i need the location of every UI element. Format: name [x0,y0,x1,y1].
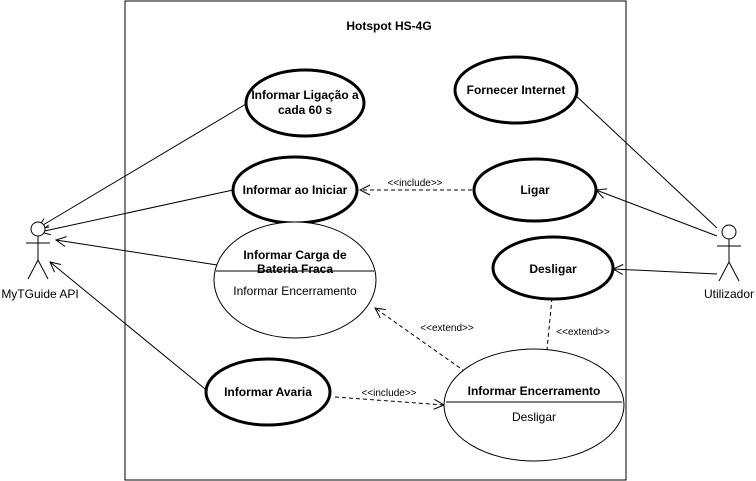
extension-point-label: Informar Encerramento [233,284,357,298]
assoc-internet-user [571,91,718,229]
assoc-avaria-api [50,262,211,394]
include-label-1: <<include>> [387,178,442,189]
extend-label-1: <<extend>> [420,323,474,334]
use-case-label: Informar Carga de [243,248,347,262]
assoc-bateria-api [56,240,231,268]
assoc-iniciar-api [40,189,234,232]
system-title: Hotspot HS-4G [346,19,431,33]
use-case-ligar: Ligar [472,157,598,223]
use-case-label: Informar Avaria [224,385,312,399]
use-case-label: Desligar [529,262,577,276]
use-case-label: Informar ao Iniciar [243,183,348,197]
extend-label-2: <<extend>> [556,327,610,338]
use-case-informar-ao-iniciar: Informar ao Iniciar [231,155,359,225]
actor-utilizador: Utilizador [704,224,754,301]
actor-label: MyTGuide API [1,287,78,301]
extension-point-label: Desligar [512,410,556,424]
use-case-label: Informar Ligação a [251,88,359,102]
use-case-informar-avaria: Informar Avaria [204,357,332,427]
use-case-bateria-fraca: Informar Carga de Bateria Fraca Informar… [213,221,377,339]
use-case-label: Bateria Fraca [257,262,333,276]
dep-avaria-encerramento [334,396,444,405]
actor-mytguide-api: MyTGuide API [1,221,79,301]
actor-head-icon [30,221,46,237]
assoc-ligacao-api [38,103,247,228]
include-label-2: <<include>> [361,388,416,399]
actor-label: Utilizador [704,287,754,301]
use-case-informar-encerramento: Informar Encerramento Desligar [443,348,625,462]
use-case-fornecer-internet: Fornecer Internet [453,55,579,125]
dep-desligar-encerramento [545,297,553,370]
use-case-label: Ligar [520,183,550,197]
use-case-desligar: Desligar [491,235,615,301]
use-case-label: cada 60 s [278,103,332,117]
use-case-label: Informar Encerramento [468,384,601,398]
use-case-informar-ligacao: Informar Ligação a cada 60 s [244,68,366,138]
actor-head-icon [721,224,737,240]
use-case-label: Fornecer Internet [467,83,566,97]
assoc-user-ligar [596,190,718,237]
assoc-user-desligar [613,269,718,274]
